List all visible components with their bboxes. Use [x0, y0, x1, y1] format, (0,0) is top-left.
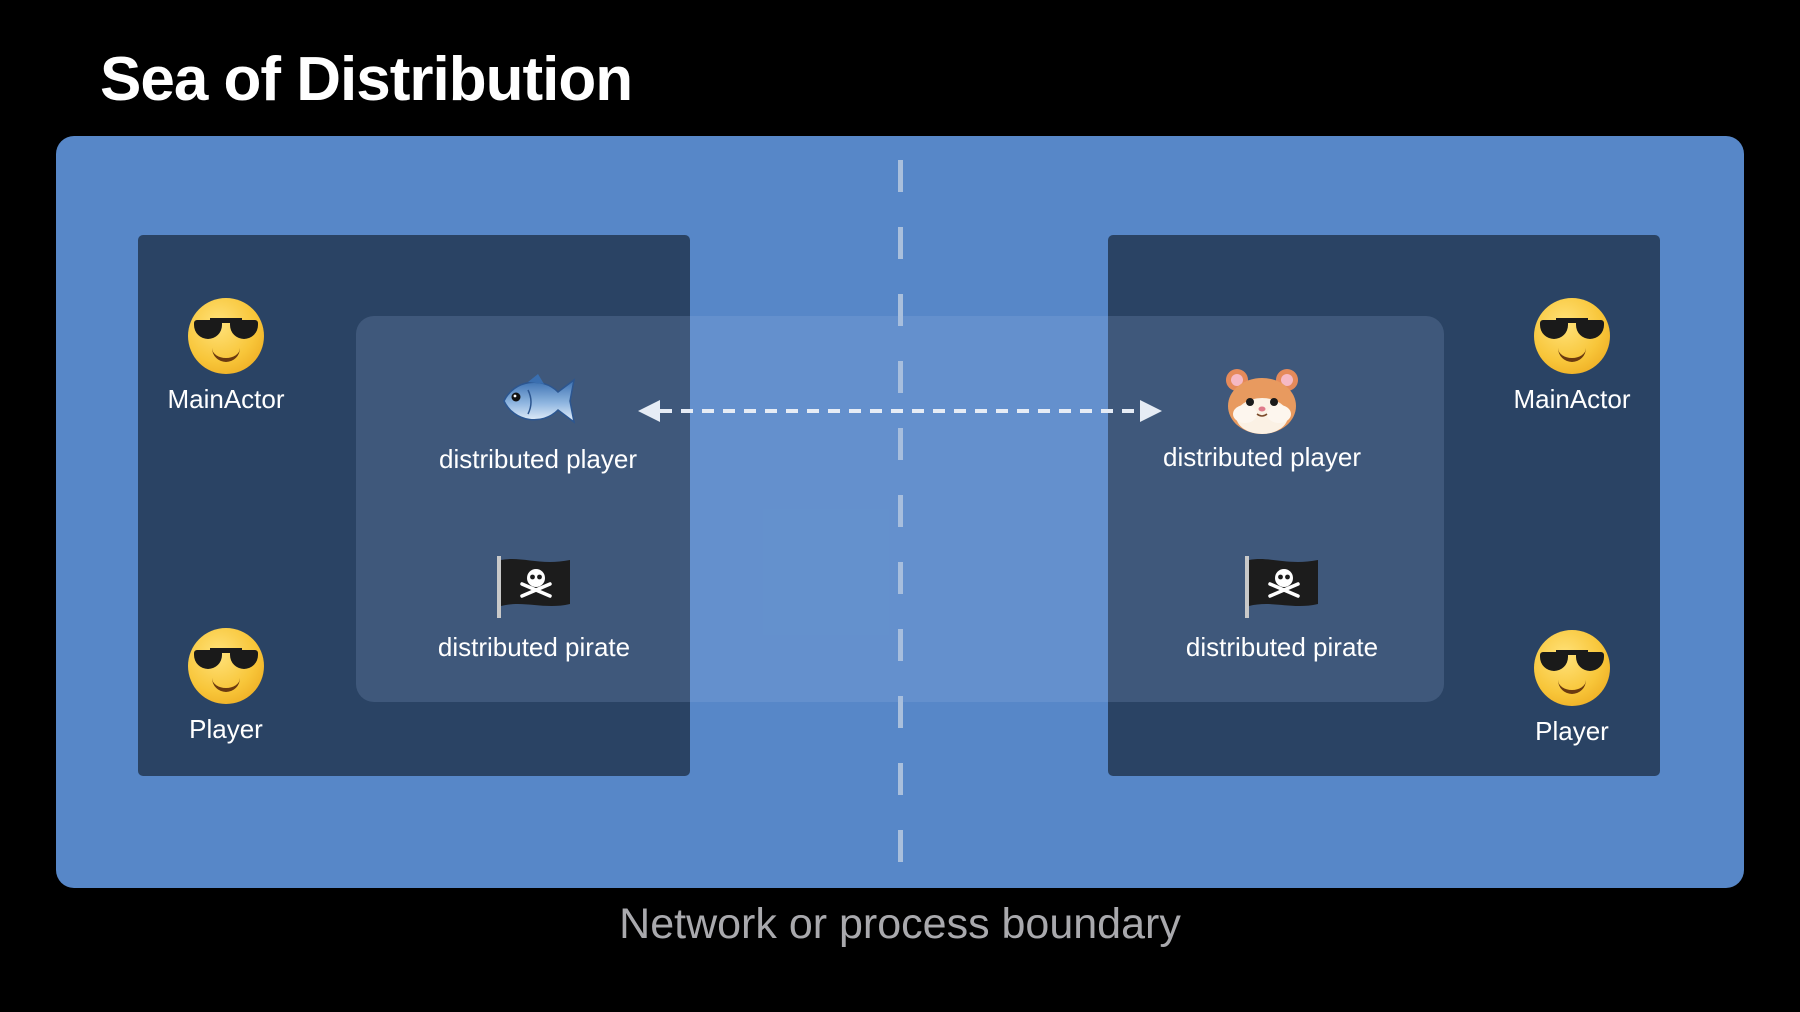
right-distributed-player-label: distributed player: [1163, 442, 1361, 472]
smiling-face-with-sunglasses-icon: [1534, 298, 1610, 374]
left-distributed-player: distributed player: [412, 370, 664, 475]
left-player-label: Player: [189, 714, 263, 744]
smiling-face-with-sunglasses-icon: [1534, 630, 1610, 706]
boundary-dashed-line: [898, 160, 903, 870]
left-distributed-pirate: distributed pirate: [402, 554, 666, 663]
left-main-actor: MainActor: [150, 298, 302, 415]
right-main-actor: MainActor: [1496, 298, 1648, 415]
left-main-actor-label: MainActor: [167, 384, 285, 414]
smiling-face-with-sunglasses-icon: [188, 298, 264, 374]
page-title: Sea of Distribution: [100, 45, 633, 114]
smiling-face-with-sunglasses-icon: [188, 628, 264, 704]
bidirectional-message-arrow: [638, 400, 1162, 422]
pirate-flag-icon: [497, 556, 570, 618]
pirate-flag-icon: [1245, 556, 1318, 618]
boundary-caption: Network or process boundary: [619, 900, 1181, 948]
right-distributed-pirate: distributed pirate: [1148, 554, 1416, 663]
left-distributed-player-label: distributed player: [439, 444, 637, 474]
right-player-label: Player: [1535, 716, 1609, 746]
left-distributed-pirate-label: distributed pirate: [437, 632, 631, 662]
left-player: Player: [150, 628, 302, 745]
right-distributed-pirate-label: distributed pirate: [1185, 632, 1379, 662]
right-distributed-player: distributed player: [1132, 366, 1392, 473]
right-main-actor-label: MainActor: [1513, 384, 1631, 414]
right-player: Player: [1496, 630, 1648, 747]
hamster-icon: [1226, 369, 1298, 434]
fish-icon: [503, 374, 576, 424]
